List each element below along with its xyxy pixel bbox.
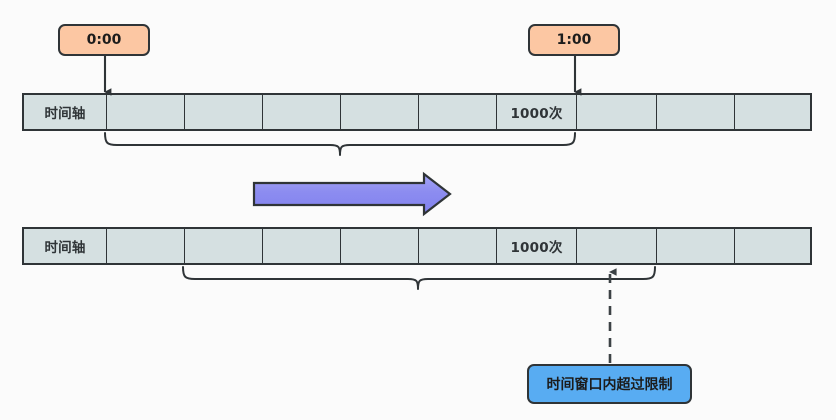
timeline-bottom-cell-1 xyxy=(107,229,185,263)
overflow-callout-chip: 时间窗口内超过限制 xyxy=(527,364,692,404)
timeline-bar-top: 时间轴 1000次 xyxy=(22,93,812,131)
timeline-bottom-cell-6: 1000次 xyxy=(497,229,577,263)
shift-arrow xyxy=(252,171,452,217)
window-brace-top xyxy=(104,132,576,156)
marker-chip-start-label: 0:00 xyxy=(86,32,122,48)
timeline-top-cell-7 xyxy=(577,95,657,129)
timeline-bottom-cell-7 xyxy=(577,229,657,263)
timeline-bottom-cell-2 xyxy=(185,229,263,263)
timeline-top-cell-8 xyxy=(657,95,735,129)
timeline-bottom-cell-4 xyxy=(341,229,419,263)
timeline-bottom-cell-0: 时间轴 xyxy=(24,229,107,263)
marker-chip-end-label: 1:00 xyxy=(556,32,592,48)
timeline-top-cell-0: 时间轴 xyxy=(24,95,107,129)
timeline-top-cell-1 xyxy=(107,95,185,129)
timeline-bar-bottom: 时间轴 1000次 xyxy=(22,227,812,265)
window-brace-bottom xyxy=(182,266,656,290)
marker-chip-end: 1:00 xyxy=(528,24,620,56)
timeline-top-cell-4 xyxy=(341,95,419,129)
timeline-top-cell-3 xyxy=(263,95,341,129)
timeline-bottom-cell-5 xyxy=(419,229,497,263)
marker-chip-start: 0:00 xyxy=(58,24,150,56)
overflow-callout-label: 时间窗口内超过限制 xyxy=(546,377,673,393)
timeline-top-cell-5 xyxy=(419,95,497,129)
timeline-top-cell-2 xyxy=(185,95,263,129)
timeline-top-cell-6: 1000次 xyxy=(497,95,577,129)
timeline-bottom-cell-3 xyxy=(263,229,341,263)
timeline-bottom-cell-8 xyxy=(657,229,735,263)
